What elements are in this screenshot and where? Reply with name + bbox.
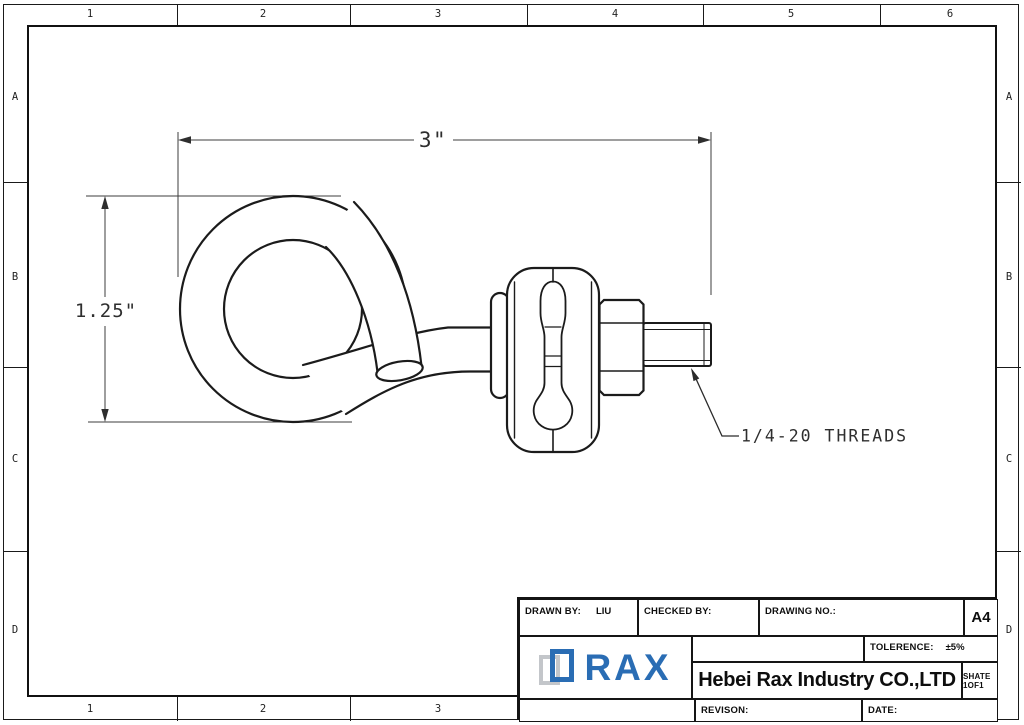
zone-divider: [3, 367, 27, 369]
zone-label-top-1: 1: [86, 8, 94, 20]
date-cell: DATE:: [862, 699, 998, 722]
rax-logo-icon: [539, 648, 577, 688]
revision-label: REVISON:: [701, 705, 749, 716]
arrowhead-down: [101, 409, 109, 422]
eye-bolt: [178, 194, 712, 454]
zone-label-top-3: 3: [434, 8, 442, 20]
zone-divider: [880, 4, 882, 25]
logo-square-blue: [550, 648, 575, 682]
zone-label-top-4: 4: [611, 8, 619, 20]
tolerance-value: ±5%: [945, 642, 965, 653]
drawing-no-label: DRAWING NO.:: [765, 606, 837, 617]
thread-callout: 1/4-20 THREADS: [691, 368, 908, 446]
thread-note-text: 1/4-20 THREADS: [741, 427, 908, 446]
zone-divider: [997, 367, 1021, 369]
zone-label-left-c: C: [11, 453, 19, 465]
shank-bottom-edge: [344, 370, 494, 416]
dimension-height-text: 1.25": [75, 300, 137, 322]
zone-label-right-b: B: [1005, 271, 1013, 283]
threaded-rod: [642, 322, 712, 367]
swivel-slot: [532, 280, 574, 431]
zone-divider: [3, 551, 27, 553]
date-label: DATE:: [868, 705, 898, 716]
empty-cell: [519, 699, 695, 722]
zone-divider: [527, 4, 529, 25]
arrowhead-left: [178, 136, 191, 144]
dimension-width: 3": [177, 128, 712, 295]
company-name: Hebei Rax Industry CO.,LTD: [698, 669, 956, 691]
zone-divider: [997, 551, 1021, 553]
leader-line: [691, 369, 739, 437]
sheet-cell: SHATE 1OF1: [962, 662, 998, 699]
drawn-by-cell: DRAWN BY: LIU: [519, 599, 638, 636]
tolerance-cell: TOLERENCE: ±5%: [864, 636, 998, 662]
wire-end-left-edge: [324, 245, 379, 374]
arrowhead-up: [101, 196, 109, 209]
zone-label-top-5: 5: [787, 8, 795, 20]
zone-label-right-a: A: [1005, 91, 1013, 103]
zone-label-left-b: B: [11, 271, 19, 283]
arrowhead-right: [698, 136, 711, 144]
wire-end-fill: [326, 202, 422, 381]
outer-border: [3, 4, 1019, 720]
wire-end-right-edge: [352, 200, 423, 368]
checked-by-label: CHECKED BY:: [644, 606, 712, 617]
swivel-body: [505, 266, 601, 454]
drawing-no-cell: DRAWING NO.:: [759, 599, 964, 636]
zone-divider: [350, 697, 352, 721]
zone-divider: [177, 697, 179, 721]
inner-border: [27, 25, 997, 697]
zone-label-top-6: 6: [946, 8, 954, 20]
zone-label-bottom-3: 3: [434, 703, 442, 715]
paper-size-cell: A4: [964, 599, 998, 636]
zone-divider: [3, 182, 27, 184]
empty-cell: [692, 636, 864, 662]
zone-divider: [703, 4, 705, 25]
logo-cell: RAX: [519, 636, 692, 699]
zone-divider: [350, 4, 352, 25]
zone-label-right-d: D: [1005, 624, 1013, 636]
title-block: DRAWN BY: LIU CHECKED BY: DRAWING NO.: A4…: [517, 597, 998, 722]
company-cell: Hebei Rax Industry CO.,LTD: [692, 662, 962, 699]
zone-label-bottom-2: 2: [259, 703, 267, 715]
hex-nut: [598, 298, 645, 397]
paper-size: A4: [971, 609, 991, 626]
zone-divider: [997, 182, 1021, 184]
zone-label-left-a: A: [11, 91, 19, 103]
revision-cell: REVISON:: [695, 699, 862, 722]
checked-by-cell: CHECKED BY:: [638, 599, 759, 636]
tolerance-label: TOLERENCE:: [870, 642, 934, 653]
wire-cut-end: [375, 359, 424, 383]
zone-label-left-d: D: [11, 624, 19, 636]
leader-arrowhead: [691, 368, 700, 382]
sheet-note: SHATE 1OF1: [963, 671, 991, 690]
zone-label-top-2: 2: [259, 8, 267, 20]
drawn-by-value: LIU: [595, 606, 612, 617]
drawn-by-label: DRAWN BY:: [525, 606, 581, 617]
logo-square-gray: [539, 654, 561, 685]
zone-label-bottom-1: 1: [86, 703, 94, 715]
dimension-width-text: 3": [419, 128, 447, 152]
rax-logo-text: RAX: [584, 647, 672, 688]
zone-label-right-c: C: [1005, 453, 1013, 465]
zone-divider: [177, 4, 179, 25]
